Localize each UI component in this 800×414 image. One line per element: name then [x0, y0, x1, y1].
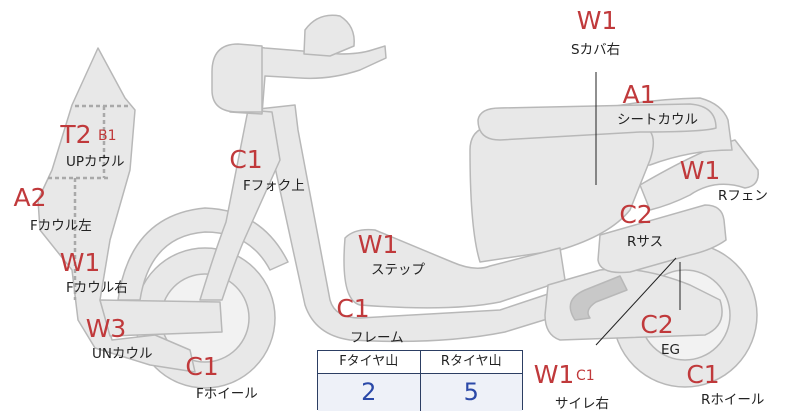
tire-tread-values: 2 5 — [318, 374, 522, 411]
front-tread-header: Fタイヤ山 — [339, 354, 399, 369]
rear-tread-header: Rタイヤ山 — [419, 351, 523, 373]
code-r-fender[interactable]: W1 — [678, 152, 722, 192]
tire-tread-header: Fタイヤ山 Rタイヤ山 — [318, 351, 522, 374]
code-step[interactable]: W1 — [356, 226, 400, 266]
code-f-cowl-l[interactable]: A2 — [8, 179, 52, 219]
code-seat-cowl[interactable]: A1 — [617, 76, 661, 116]
front-tread-value: 2 — [361, 378, 377, 406]
label-f-cowl-r: Fカウル右 — [66, 280, 128, 296]
seat-shape — [477, 103, 717, 141]
frame-shape — [249, 104, 571, 343]
label-seat-cowl: シートカウル — [617, 112, 698, 128]
rear-shock-shape — [597, 204, 727, 274]
label-r-sus: Rサス — [627, 234, 664, 250]
code-f-cowl-r[interactable]: W1 — [58, 244, 102, 284]
code-r-wheel[interactable]: C1 — [681, 356, 725, 396]
label-s-cover-r: Sカバ右 — [571, 42, 621, 58]
muffler-guard — [569, 275, 628, 321]
label-eg: EG — [661, 342, 680, 358]
label-side-r: サイレ右 — [555, 396, 609, 412]
code-f-wheel[interactable]: C1 — [180, 348, 224, 388]
code-frame[interactable]: C1 — [331, 290, 375, 330]
code-s-cover-r[interactable]: W1 — [575, 2, 619, 42]
leader-side-r — [595, 257, 677, 346]
floor-shape — [343, 228, 566, 309]
tire-tread-table: Fタイヤ山 Rタイヤ山 2 5 — [317, 350, 523, 411]
code-un-cowl[interactable]: W3 — [82, 310, 130, 350]
code-eg[interactable]: C2 — [635, 306, 679, 346]
label-r-fender: Rフェン — [718, 188, 768, 204]
label-un-cowl: UNカウル — [92, 346, 153, 362]
subcode-side-r[interactable]: C1 — [574, 365, 599, 389]
front-cowl-shape — [37, 47, 196, 373]
code-side-r[interactable]: W1 — [532, 356, 576, 396]
label-up-cowl: UPカウル — [66, 154, 125, 170]
label-f-fork-top: Fフォク上 — [243, 178, 305, 194]
mirror-shape — [303, 14, 355, 57]
code-r-sus[interactable]: C2 — [614, 196, 658, 236]
label-step: ステップ — [371, 262, 425, 278]
subcode-up-cowl[interactable]: B1 — [96, 125, 121, 149]
label-r-wheel: Rホイール — [701, 392, 765, 408]
label-f-cowl-l: Fカウル左 — [30, 218, 92, 234]
rear-tread-value: 5 — [419, 374, 523, 411]
front-fork-shape — [199, 109, 281, 301]
label-frame: フレーム — [350, 330, 404, 346]
label-f-wheel: Fホイール — [196, 386, 258, 402]
headlight-shape — [211, 43, 263, 113]
code-f-fork-top[interactable]: C1 — [224, 141, 268, 181]
under-cowl-shape — [99, 299, 223, 337]
code-up-cowl[interactable]: T2 — [54, 116, 98, 156]
